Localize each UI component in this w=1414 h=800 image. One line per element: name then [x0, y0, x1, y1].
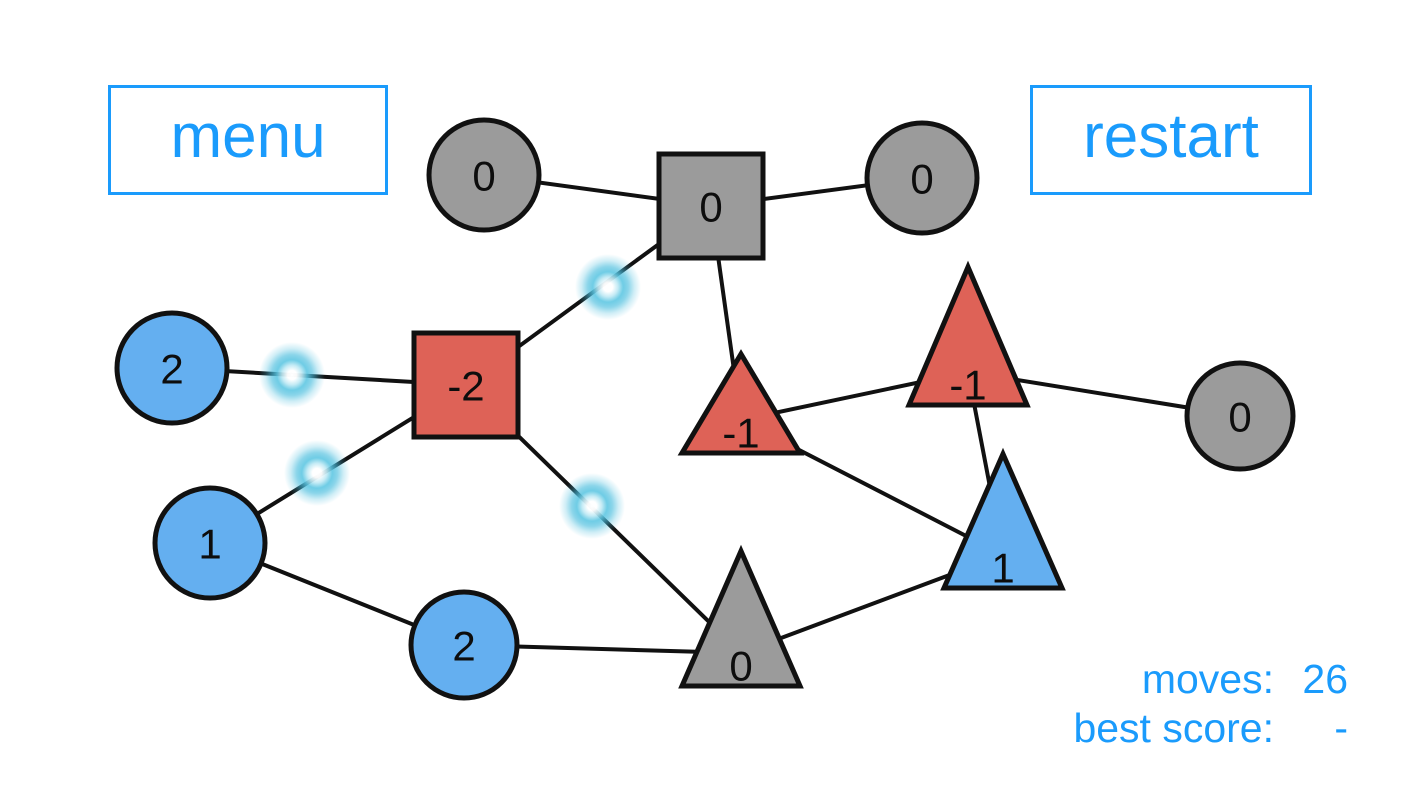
- edge-glow-marker[interactable]: [559, 473, 625, 539]
- edge-glow-marker[interactable]: [259, 342, 325, 408]
- node-value-label: 2: [160, 346, 183, 393]
- node-shape[interactable]: [408, 589, 520, 701]
- edge-glow-marker[interactable]: [575, 254, 641, 320]
- node-value-label: 1: [198, 521, 221, 568]
- graph-node-circle-blue[interactable]: 1: [152, 485, 268, 601]
- graph-node-square-gray[interactable]: 0: [656, 151, 766, 261]
- node-shape[interactable]: [426, 117, 542, 233]
- best-score-row: best score: -: [1073, 704, 1348, 752]
- restart-button-label: restart: [1083, 102, 1259, 171]
- node-layer[interactable]: 0 0 0 2 -2 -1 -1 0 1 1 2 0: [114, 117, 1296, 701]
- graph-node-triangle-red[interactable]: -1: [677, 349, 805, 457]
- moves-row: moves: 26: [1073, 655, 1348, 703]
- moves-label: moves:: [1141, 656, 1274, 703]
- node-value-label: 0: [1228, 394, 1251, 441]
- node-shape[interactable]: [411, 330, 521, 440]
- best-score-value: -: [1334, 704, 1348, 751]
- graph-node-square-red[interactable]: -2: [411, 330, 521, 440]
- node-shape[interactable]: [905, 260, 1031, 408]
- score-panel: moves: 26 best score: -: [1073, 655, 1348, 752]
- graph-node-triangle-red[interactable]: -1: [905, 260, 1031, 409]
- graph-node-circle-blue[interactable]: 2: [408, 589, 520, 701]
- node-shape[interactable]: [864, 120, 980, 236]
- node-value-label: -1: [949, 362, 986, 409]
- node-value-label: -2: [447, 363, 484, 410]
- graph-node-circle-blue[interactable]: 2: [114, 310, 230, 426]
- graph-node-circle-gray[interactable]: 0: [864, 120, 980, 236]
- moves-value: 26: [1302, 656, 1348, 703]
- graph-node-circle-gray[interactable]: 0: [426, 117, 542, 233]
- glow-marker-layer[interactable]: [259, 254, 641, 539]
- node-value-label: 0: [472, 153, 495, 200]
- node-shape[interactable]: [114, 310, 230, 426]
- node-shape[interactable]: [677, 349, 805, 456]
- node-shape[interactable]: [1184, 360, 1296, 472]
- graph-node-circle-gray[interactable]: 0: [1184, 360, 1296, 472]
- node-value-label: -1: [722, 410, 759, 457]
- node-value-label: 2: [452, 623, 475, 670]
- node-shape[interactable]: [152, 485, 268, 601]
- node-shape[interactable]: [678, 544, 804, 689]
- graph-node-triangle-gray[interactable]: 0: [678, 544, 804, 690]
- best-score-label: best score:: [1073, 704, 1274, 751]
- menu-button[interactable]: menu: [108, 85, 388, 195]
- node-shape[interactable]: [940, 447, 1066, 591]
- node-value-label: 0: [729, 643, 752, 690]
- restart-button[interactable]: restart: [1030, 85, 1312, 195]
- graph-node-triangle-blue[interactable]: 1: [940, 447, 1066, 592]
- node-value-label: 1: [991, 545, 1014, 592]
- node-shape[interactable]: [656, 151, 766, 261]
- node-value-label: 0: [910, 156, 933, 203]
- menu-button-label: menu: [170, 102, 326, 171]
- node-value-label: 0: [699, 184, 722, 231]
- edge-glow-marker[interactable]: [284, 440, 350, 506]
